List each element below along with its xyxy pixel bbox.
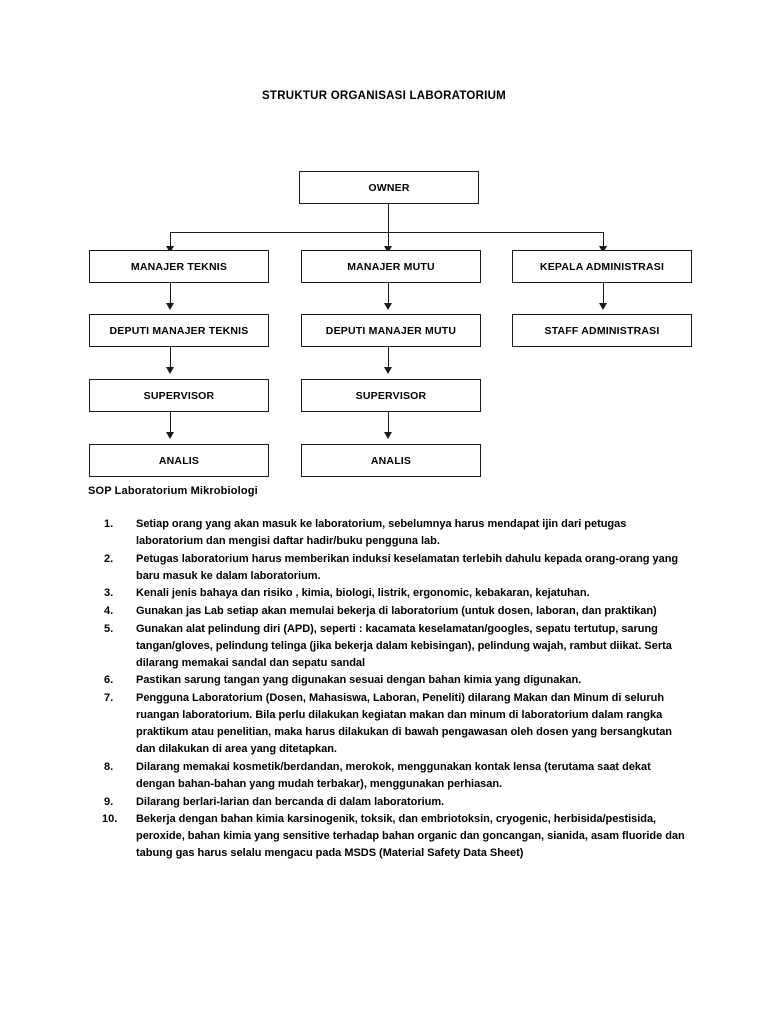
list-item: 7. Pengguna Laboratorium (Dosen, Mahasis… [104,690,690,758]
arrowhead-to-manajer-teknis [166,246,174,253]
org-node-label: ANALIS [158,454,200,467]
connector-manajer-teknis-to-deputi [170,283,172,305]
list-item: 2. Petugas laboratorium harus memberikan… [104,551,690,585]
connector-horizontal-bus [170,232,604,234]
org-chart-diagram: OWNER MANAJER TEKNIS MANAJER MUTU KEPALA… [0,0,768,480]
list-item: 10. Bekerja dengan bahan kimia karsinoge… [102,811,690,862]
arrowhead-to-deputi-manajer-teknis [166,303,174,310]
list-item-number: 1. [104,518,114,530]
list-item-text: Bekerja dengan bahan kimia karsinogenik,… [136,813,685,860]
connector-owner-stem [388,204,390,252]
list-item-text: Gunakan alat pelindung diri (APD), seper… [136,622,672,669]
org-node-analis-mutu: ANALIS [301,444,481,477]
arrowhead-to-analis-teknis [166,432,174,439]
org-node-label: DEPUTI MANAJER TEKNIS [109,324,249,337]
connector-drop-manajer-teknis [170,232,172,252]
org-node-deputi-manajer-mutu: DEPUTI MANAJER MUTU [301,314,481,347]
org-node-kepala-administrasi: KEPALA ADMINISTRASI [512,250,692,283]
list-item-number: 6. [104,674,114,687]
list-item-number: 8. [104,760,114,773]
list-item-text: Petugas laboratorium harus memberikan in… [136,552,679,582]
list-item-text: Dilarang memakai kosmetik/berdandan, mer… [136,760,651,790]
list-item: 8. Dilarang memakai kosmetik/berdandan, … [104,759,690,793]
list-item: 3. Kenali jenis bahaya dan risiko , kimi… [104,585,690,602]
arrowhead-to-supervisor-mutu [384,367,392,374]
list-item: 4. Gunakan jas Lab setiap akan memulai b… [104,603,690,620]
org-node-label: SUPERVISOR [355,389,427,402]
org-node-analis-teknis: ANALIS [89,444,269,477]
arrowhead-to-manajer-mutu [384,246,392,253]
list-item-number: 10. [102,813,118,826]
connector-manajer-mutu-to-deputi [388,283,390,305]
connector-deputi-teknis-to-supervisor [170,347,172,370]
page-title: STRUKTUR ORGANISASI LABORATORIUM [262,90,506,102]
org-node-label: OWNER [368,181,410,194]
list-item-number: 9. [104,795,114,808]
list-item-text: Pastikan sarung tangan yang digunakan se… [136,674,582,687]
org-node-label: ANALIS [370,454,412,467]
org-node-label: SUPERVISOR [143,389,215,402]
org-node-deputi-manajer-teknis: DEPUTI MANAJER TEKNIS [89,314,269,347]
list-item: 9. Dilarang berlari-larian dan bercanda … [104,794,690,811]
connector-deputi-mutu-to-supervisor [388,347,390,370]
arrowhead-to-supervisor-teknis [166,367,174,374]
org-node-label: MANAJER MUTU [347,260,435,273]
connector-drop-kepala-administrasi [603,232,605,252]
arrowhead-to-deputi-manajer-mutu [384,303,392,310]
org-node-label: STAFF ADMINISTRASI [544,324,660,337]
list-item-text: Setiap orang yang akan masuk ke laborato… [136,518,627,548]
list-item-number: 2. [104,552,114,565]
org-node-label: MANAJER TEKNIS [130,260,228,273]
list-item-text: Gunakan jas Lab setiap akan memulai beke… [136,604,657,617]
org-node-manajer-mutu: MANAJER MUTU [301,250,481,283]
arrowhead-to-analis-mutu [384,432,392,439]
connector-supervisor-mutu-to-analis [388,412,390,435]
list-item: 1. Setiap orang yang akan masuk ke labor… [104,516,690,550]
list-item-number: 5. [104,622,114,635]
org-node-label: KEPALA ADMINISTRASI [539,260,665,273]
org-node-staff-administrasi: STAFF ADMINISTRASI [512,314,692,347]
org-node-label: DEPUTI MANAJER MUTU [325,324,457,337]
org-node-owner: OWNER [299,171,479,204]
list-item: 5. Gunakan alat pelindung diri (APD), se… [104,621,690,672]
connector-kepala-to-staff [603,283,605,305]
list-item-text: Dilarang berlari-larian dan bercanda di … [136,795,445,808]
list-item-number: 4. [104,604,114,617]
list-item-text: Kenali jenis bahaya dan risiko , kimia, … [136,587,590,600]
org-node-supervisor-teknis: SUPERVISOR [89,379,269,412]
arrowhead-to-kepala-administrasi [599,246,607,253]
arrowhead-to-staff-administrasi [599,303,607,310]
sop-section-heading: SOP Laboratorium Mikrobiologi [88,485,258,497]
connector-supervisor-teknis-to-analis [170,412,172,435]
list-item-number: 3. [104,587,114,600]
list-item-number: 7. [104,691,114,704]
sop-list: 1. Setiap orang yang akan masuk ke labor… [102,516,690,863]
org-node-supervisor-mutu: SUPERVISOR [301,379,481,412]
list-item-text: Pengguna Laboratorium (Dosen, Mahasiswa,… [136,691,673,756]
list-item: 6. Pastikan sarung tangan yang digunakan… [104,672,690,689]
org-node-manajer-teknis: MANAJER TEKNIS [89,250,269,283]
